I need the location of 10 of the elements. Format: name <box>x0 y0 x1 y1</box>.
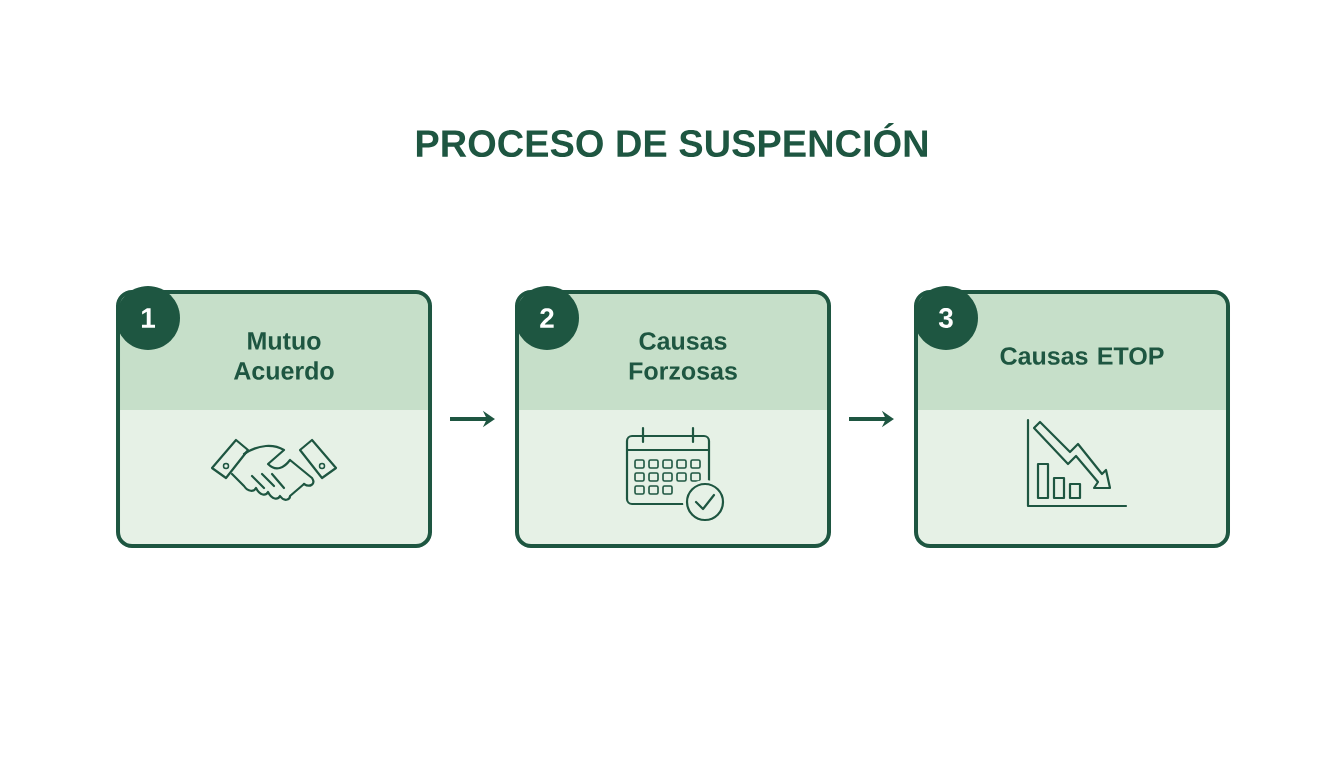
title: PROCESO DE SUSPENCIÓN <box>416 123 927 158</box>
step-number: 1 <box>116 286 180 350</box>
step-heading: Causas Forzosas <box>629 332 737 380</box>
step-box <box>515 290 831 548</box>
step-box <box>914 290 1230 548</box>
step-number: 2 <box>515 286 579 350</box>
step-box <box>116 290 432 548</box>
step-heading: Causas ETOP <box>1000 347 1164 365</box>
step-heading: Mutuo Acuerdo <box>233 332 334 380</box>
step-number: 3 <box>914 286 978 350</box>
